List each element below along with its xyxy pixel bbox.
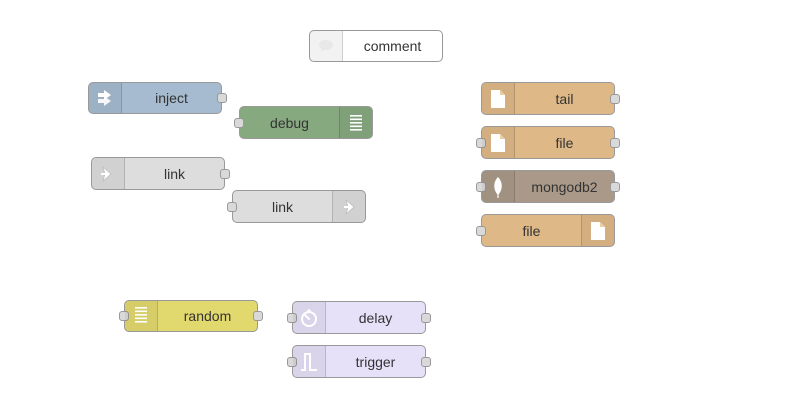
output-port[interactable]: [220, 169, 230, 179]
input-port[interactable]: [476, 226, 486, 236]
output-port[interactable]: [421, 313, 431, 323]
trigger-pulse-icon: [293, 346, 326, 377]
input-port[interactable]: [287, 357, 297, 367]
output-port[interactable]: [253, 311, 263, 321]
input-port[interactable]: [119, 311, 129, 321]
input-port[interactable]: [476, 138, 486, 148]
output-port[interactable]: [610, 182, 620, 192]
node-tail[interactable]: tail: [481, 82, 620, 115]
node-label: tail: [555, 90, 574, 107]
node-link-in[interactable]: link: [227, 190, 366, 223]
node-label: comment: [363, 38, 422, 54]
node-random[interactable]: random: [119, 300, 263, 332]
debug-list-icon: [339, 107, 372, 138]
link-icon: [332, 191, 365, 222]
node-debug[interactable]: debug: [234, 106, 373, 139]
leaf-icon: [482, 171, 515, 202]
node-file-in[interactable]: file: [476, 126, 620, 159]
output-port[interactable]: [610, 138, 620, 148]
comment-icon: [310, 31, 343, 61]
node-label: inject: [155, 90, 188, 106]
timer-icon: [293, 302, 326, 333]
node-inject[interactable]: inject: [88, 82, 227, 114]
file-icon: [482, 127, 515, 158]
node-label: trigger: [355, 353, 396, 370]
node-file-out[interactable]: file: [476, 214, 615, 247]
input-port[interactable]: [234, 118, 244, 128]
output-port[interactable]: [610, 94, 620, 104]
node-label: file: [555, 134, 574, 151]
node-label: mongodb2: [531, 178, 598, 195]
node-trigger[interactable]: trigger: [287, 345, 431, 378]
node-label: link: [163, 165, 185, 182]
node-link-out[interactable]: link: [91, 157, 230, 190]
node-label: debug: [270, 114, 309, 131]
node-label: random: [183, 308, 232, 324]
file-icon: [482, 83, 515, 114]
input-port[interactable]: [287, 313, 297, 323]
input-port[interactable]: [227, 202, 237, 212]
node-delay[interactable]: delay: [287, 301, 431, 334]
node-comment[interactable]: comment: [309, 30, 443, 62]
output-port[interactable]: [421, 357, 431, 367]
output-port[interactable]: [217, 93, 227, 103]
inject-arrow-icon: [89, 83, 122, 113]
random-list-icon: [125, 301, 158, 331]
node-mongodb2[interactable]: mongodb2: [476, 170, 620, 203]
node-label: file: [522, 222, 541, 239]
node-label: link: [271, 198, 293, 215]
input-port[interactable]: [476, 182, 486, 192]
node-label: delay: [358, 309, 393, 326]
file-icon: [581, 215, 614, 246]
link-icon: [92, 158, 125, 189]
